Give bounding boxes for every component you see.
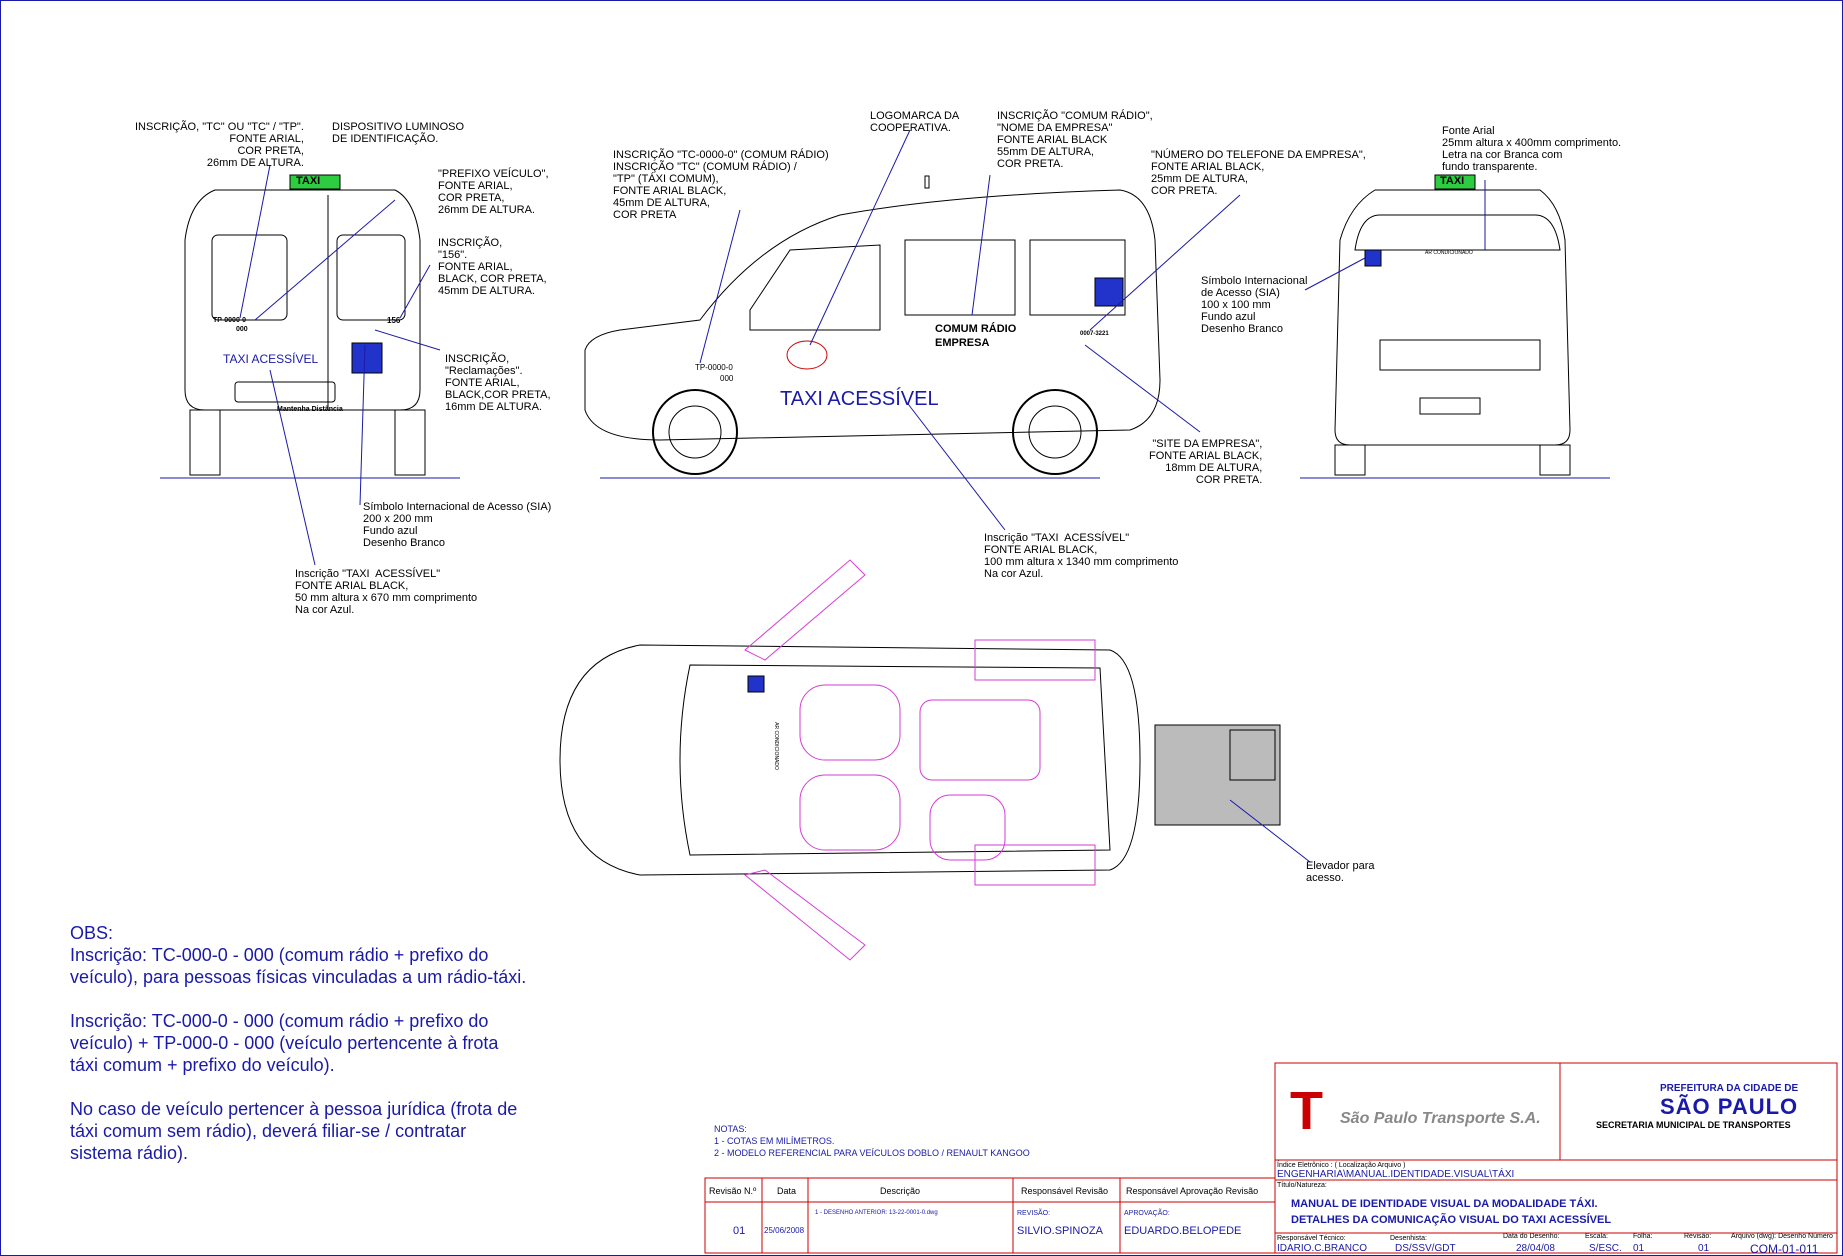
rev-aprovacao-label: APROVAÇÃO: xyxy=(1124,1210,1170,1217)
rev-aprovacao-name: EDUARDO.BELOPEDE xyxy=(1124,1225,1242,1237)
side-empresa: EMPRESA xyxy=(935,337,990,349)
top-ar-condicionado: AR CONDICIONADO xyxy=(772,722,779,770)
rear-taxi-sign: TAXI xyxy=(296,175,321,187)
arquivo-value: COM-01-011 xyxy=(1750,1242,1819,1256)
side-taxi-acessivel: TAXI ACESSÍVEL xyxy=(780,388,939,410)
annotation-sia-front: Símbolo Internacional de Acesso (SIA) 10… xyxy=(1201,275,1308,335)
top-view-vehicle xyxy=(559,559,1281,961)
side-phone: 0007-3221 xyxy=(1080,331,1109,337)
annotation-elevador: Elevador para acesso. xyxy=(1306,860,1375,884)
side-view-vehicle xyxy=(584,175,1161,479)
rear-view-vehicle xyxy=(160,174,460,479)
front-taxi-sign: TAXI xyxy=(1440,175,1465,187)
obs-paragraph-3: No caso de veículo pertencer à pessoa ju… xyxy=(70,1099,518,1163)
spt-t-icon: T xyxy=(1290,1081,1323,1141)
rear-plate-top: TP-0000-0 xyxy=(213,317,247,324)
rev-header-descricao: Descrição xyxy=(880,1186,921,1196)
side-plate-top: TP-0000-0 xyxy=(695,363,733,372)
escala-label: Escala: xyxy=(1585,1233,1608,1240)
revisao-value: 01 xyxy=(1698,1243,1710,1254)
data-value: 28/04/08 xyxy=(1516,1243,1555,1254)
side-comum-radio: COMUM RÁDIO xyxy=(935,323,1017,335)
indice-value: ENGENHARIA\MANUAL.IDENTIDADE.VISUAL\TÁXI xyxy=(1277,1169,1515,1180)
desenhista-label: Desenhista: xyxy=(1390,1235,1427,1242)
notas: NOTAS: 1 - COTAS EM MILÍMETROS. 2 - MODE… xyxy=(714,1123,1030,1159)
annotation-logomarca: LOGOMARCA DA COOPERATIVA. xyxy=(870,110,960,134)
folha-label: Folha: xyxy=(1633,1233,1653,1240)
resp-label: Responsável Técnico: xyxy=(1277,1235,1346,1242)
pmsp-logo: PREFEITURA DA CIDADE DE SÃO PAULO xyxy=(1660,1083,1798,1120)
obs-paragraph-2: Inscrição: TC-000-0 - 000 (comum rádio +… xyxy=(70,1011,499,1075)
rev-header-numero: Revisão N.º xyxy=(709,1186,757,1196)
annotation-site: "SITE DA EMPRESA", FONTE ARIAL BLACK, 18… xyxy=(1149,438,1263,486)
obs-paragraph-1: Inscrição: TC-000-0 - 000 (comum rádio +… xyxy=(70,945,527,987)
rev-header-data: Data xyxy=(777,1186,797,1196)
indice-label: Índice Eletrônico : ( Localização Arquiv… xyxy=(1277,1162,1406,1169)
data-label: Data do Desenho: xyxy=(1503,1233,1560,1240)
rear-taxi-acessivel: TAXI ACESSÍVEL xyxy=(223,352,319,366)
title-block-lines xyxy=(704,1062,1838,1254)
drawing-title-line1: MANUAL DE IDENTIDADE VISUAL DA MODALIDAD… xyxy=(1291,1198,1598,1210)
annotation-reclamacoes: INSCRIÇÃO, "Reclamações". FONTE ARIAL, B… xyxy=(445,353,551,413)
rev-header-responsavel: Responsável Revisão xyxy=(1021,1186,1109,1196)
rev-revisao-name: SILVIO.SPINOZA xyxy=(1017,1225,1103,1237)
rev-data: 25/06/2008 xyxy=(764,1226,805,1235)
notas-item-1: 1 - COTAS EM MILÍMETROS. xyxy=(714,1136,835,1146)
annotation-fonte-front: Fonte Arial 25mm altura x 400mm comprime… xyxy=(1442,125,1622,173)
drawing-title: MANUAL DE IDENTIDADE VISUAL DA MODALIDAD… xyxy=(1291,1196,1611,1228)
front-view-vehicle xyxy=(1300,174,1610,479)
front-ar-condicionado: AR CONDICIONADO xyxy=(1425,250,1473,256)
annotation-dispositivo: DISPOSITIVO LUMINOSO DE IDENTIFICAÇÃO. xyxy=(332,121,465,145)
arquivo-label: Arquivo (dwg): Desenho Número xyxy=(1731,1233,1833,1240)
rev-revisao-label: REVISÃO: xyxy=(1017,1210,1051,1217)
folha-value: 01 xyxy=(1633,1243,1645,1254)
annotation-taxi-side: Inscrição "TAXI ACESSÍVEL" FONTE ARIAL B… xyxy=(984,532,1179,580)
secretaria: SECRETARIA MUNICIPAL DE TRANSPORTES xyxy=(1596,1120,1791,1130)
rear-156: 156 xyxy=(387,316,401,325)
notas-title: NOTAS: xyxy=(714,1124,747,1134)
annotation-sia-rear: Símbolo Internacional de Acesso (SIA) 20… xyxy=(363,501,552,549)
rev-numero: 01 xyxy=(733,1225,746,1237)
pmsp-line1: PREFEITURA DA CIDADE DE xyxy=(1660,1083,1799,1094)
escala-value: S/ESC. xyxy=(1589,1243,1622,1254)
obs-title: OBS: xyxy=(70,923,114,943)
annotation-prefixo: "PREFIXO VEÍCULO", FONTE ARIAL, COR PRET… xyxy=(438,168,549,216)
rear-plate-bottom: 000 xyxy=(236,326,248,333)
resp-value: IDARIO.C.BRANCO xyxy=(1277,1243,1368,1254)
spt-logo: T São Paulo Transporte S.A. xyxy=(1290,1081,1541,1141)
notas-item-2: 2 - MODELO REFERENCIAL PARA VEÍCULOS DOB… xyxy=(714,1148,1030,1158)
annotation-tc-side: INSCRIÇÃO "TC-0000-0" (COMUM RÁDIO) INSC… xyxy=(613,149,829,221)
rev-header-aprovacao: Responsável Aprovação Revisão xyxy=(1126,1186,1259,1196)
pmsp-line2: SÃO PAULO xyxy=(1660,1094,1799,1119)
annotation-156: INSCRIÇÃO, "156". FONTE ARIAL, BLACK, CO… xyxy=(438,237,547,297)
desenhista-value: DS/SSV/GDT xyxy=(1395,1243,1456,1254)
leader-lines xyxy=(239,129,1486,863)
rear-mantenha-distancia: Mantenha Distância xyxy=(277,406,343,413)
annotation-rear-tc-tp: INSCRIÇÃO, "TC" OU "TC" / "TP". FONTE AR… xyxy=(135,121,304,169)
annotation-telefone: "NÚMERO DO TELEFONE DA EMPRESA", FONTE A… xyxy=(1151,149,1366,197)
obs-notes: OBS: Inscrição: TC-000-0 - 000 (comum rá… xyxy=(70,922,530,1186)
spt-company-name: São Paulo Transporte S.A. xyxy=(1340,1110,1541,1127)
drawing-title-line2: DETALHES DA COMUNICAÇÃO VISUAL DO TAXI A… xyxy=(1291,1214,1612,1226)
annotation-taxi-rear: Inscrição "TAXI ACESSÍVEL" FONTE ARIAL B… xyxy=(295,568,478,616)
revisao-label: Revisão: xyxy=(1684,1233,1712,1240)
titulo-label: Título/Natureza: xyxy=(1277,1182,1327,1189)
side-plate-bottom: 000 xyxy=(720,374,734,383)
rev-descricao: 1 - DESENHO ANTERIOR: 13-22-0001-0.dwg xyxy=(815,1210,938,1216)
annotation-comum-radio: INSCRIÇÃO "COMUM RÁDIO", "NOME DA EMPRES… xyxy=(997,110,1153,170)
